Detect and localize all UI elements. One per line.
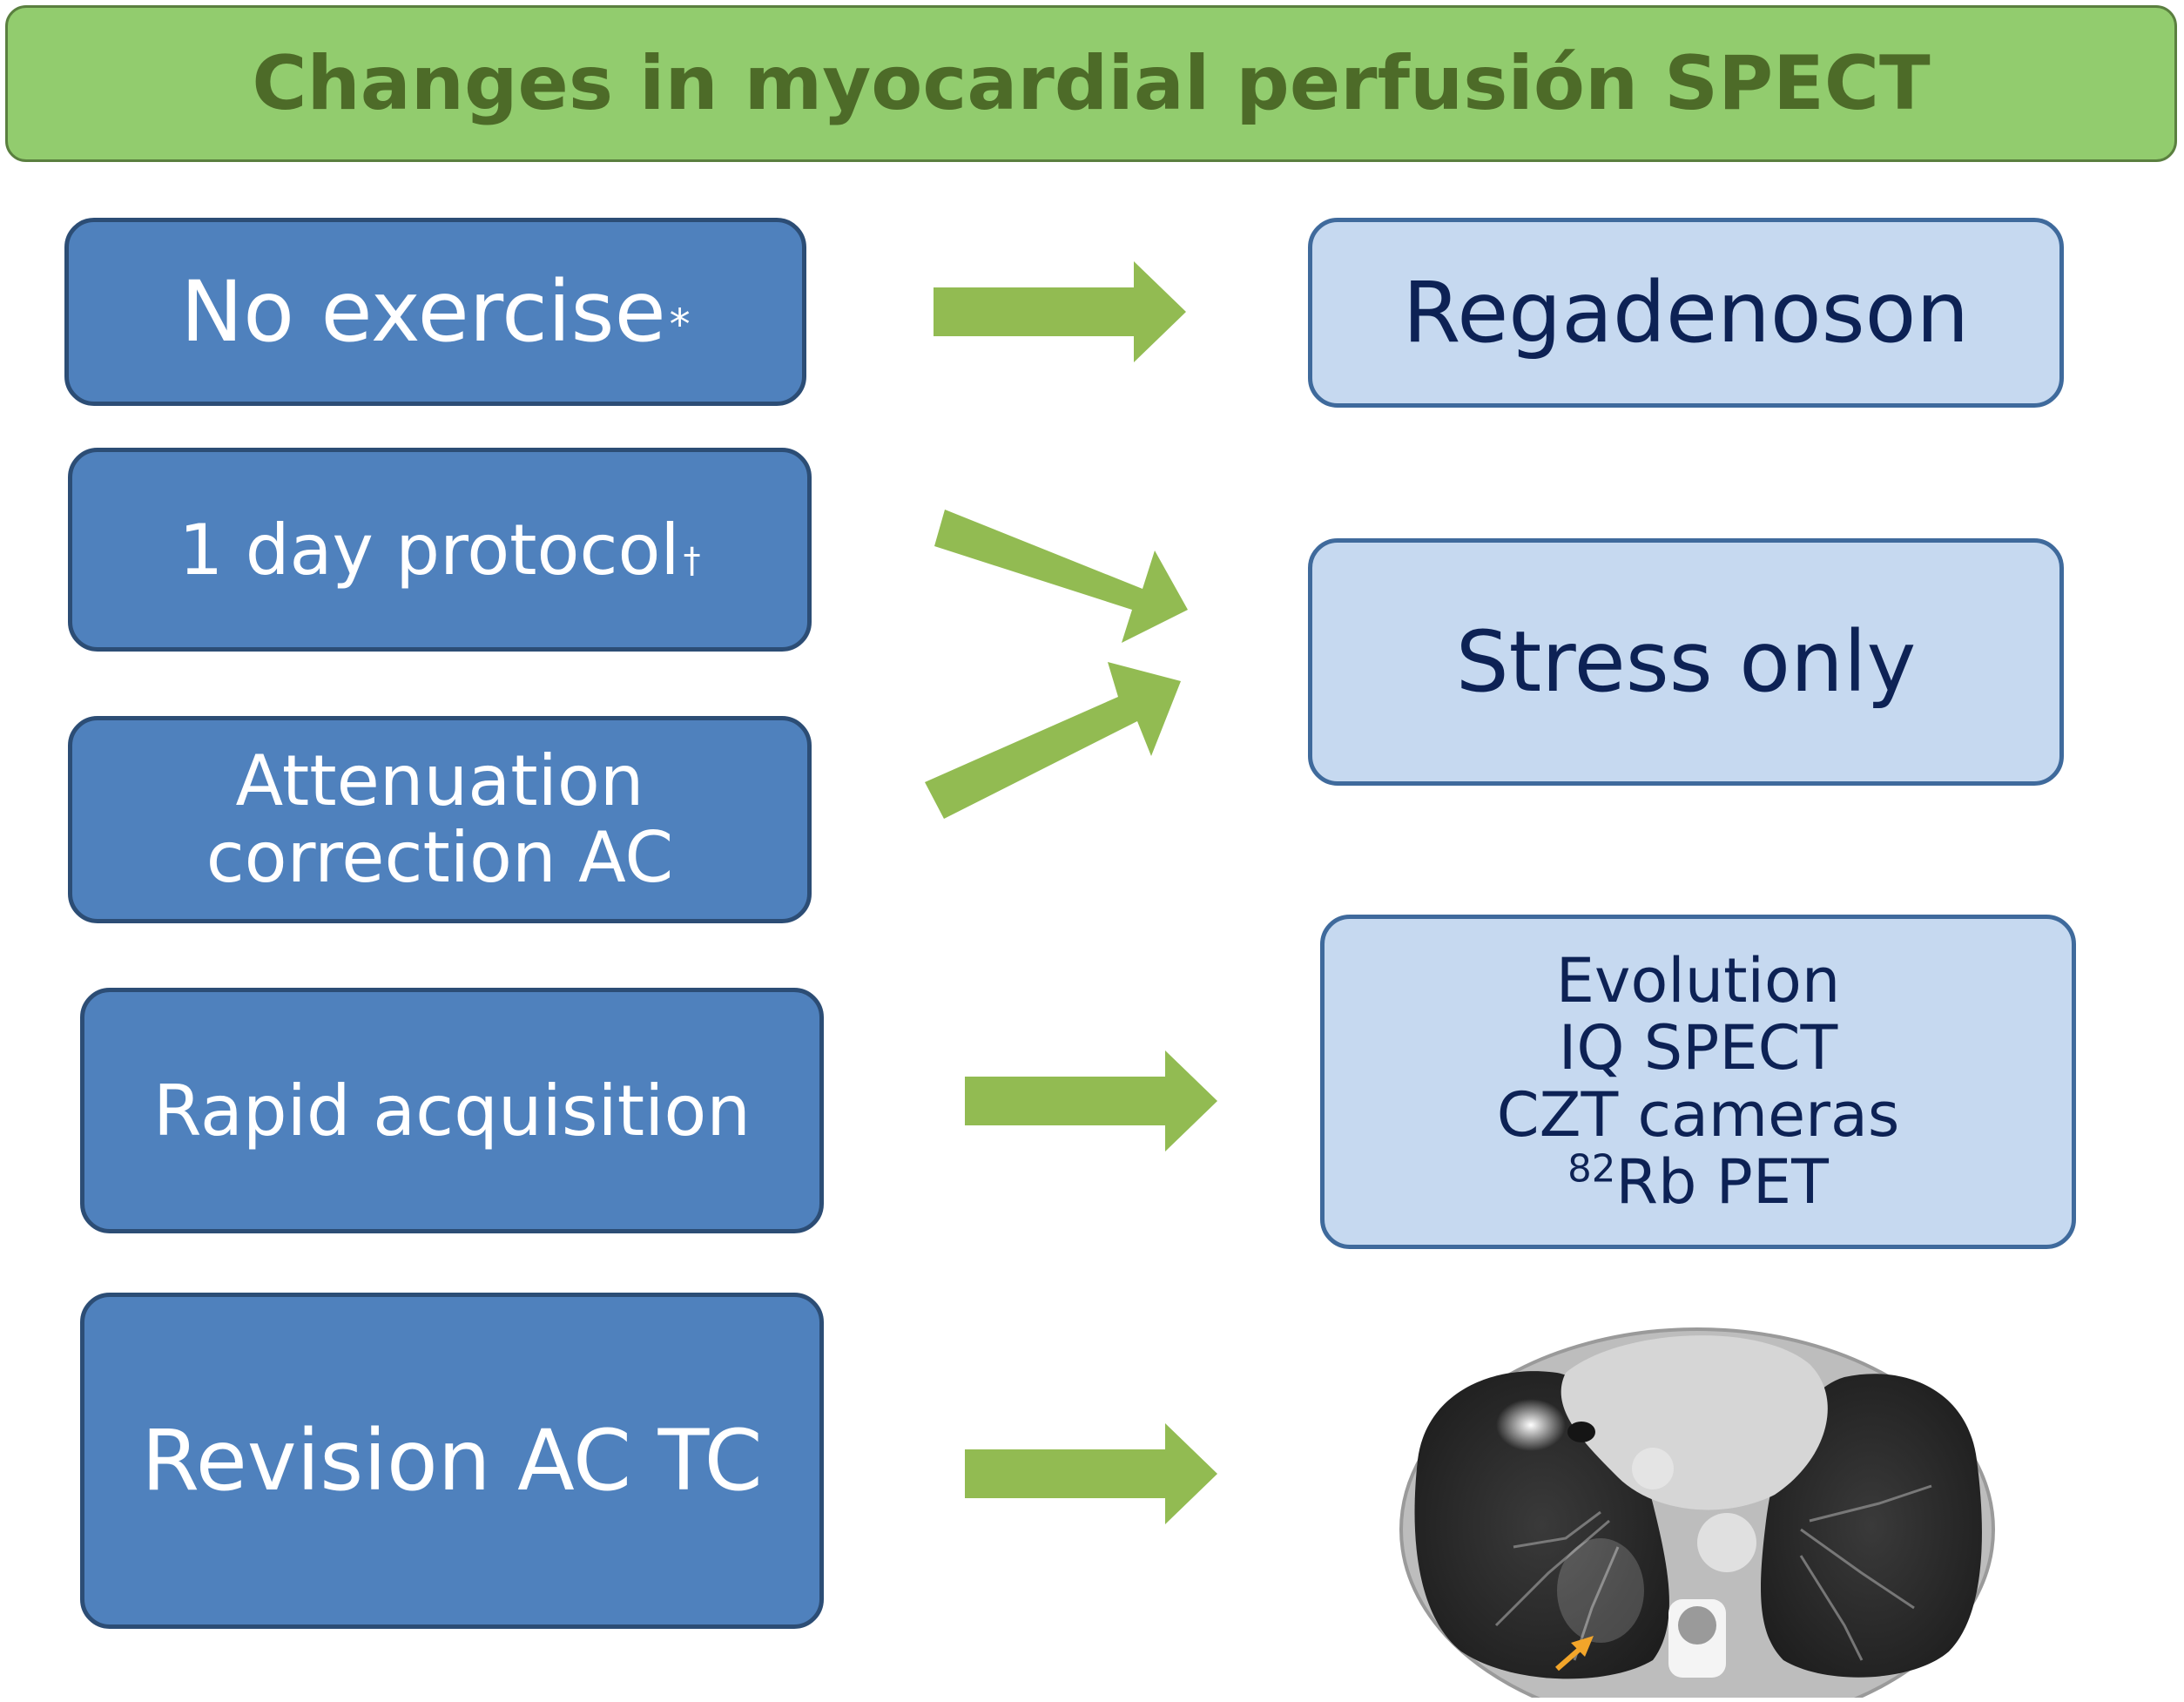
ct-chest-scan-image: [1392, 1312, 2003, 1698]
node-line-iq-spect: IQ SPECT: [1558, 1012, 1838, 1084]
footnote-mark: *: [669, 300, 691, 349]
arrow-down-right-icon: [934, 510, 1188, 643]
node-label: Regadenoson: [1402, 264, 1970, 361]
node-line-evolution: Evolution: [1555, 945, 1841, 1016]
node-label: Revision AC TC: [141, 1412, 763, 1510]
node-label: Stress only: [1455, 613, 1917, 711]
ct-scan-graphic: [1392, 1312, 2003, 1698]
node-line-rb-pet: 82Rb PET: [1567, 1149, 1829, 1216]
node-one-day-protocol: 1 day protocol†: [68, 448, 812, 652]
node-regadenoson: Regadenoson: [1308, 218, 2064, 408]
node-label: Rapid acquisition: [153, 1070, 751, 1152]
node-revision-ac-tc: Revision AC TC: [80, 1293, 824, 1629]
diagram-title: Changes in myocardial perfusión SPECT: [5, 5, 2177, 162]
footnote-mark: †: [683, 540, 701, 581]
node-rapid-acquisition: Rapid acquisition: [80, 988, 824, 1233]
arrow-up-right-icon: [925, 662, 1181, 819]
node-label-line2: correction AC: [206, 817, 674, 898]
arrow-right-icon: [965, 1050, 1217, 1152]
node-label: 1 day protocol: [179, 509, 680, 591]
node-no-exercise: No exercise*: [64, 218, 806, 406]
arrow-right-icon: [934, 261, 1186, 362]
arrow-right-icon: [965, 1423, 1217, 1524]
node-attenuation-correction: Attenuation correction AC: [68, 716, 812, 923]
node-label-line1: Attenuation: [235, 740, 644, 821]
node-stress-only: Stress only: [1308, 538, 2064, 786]
isotope-mass-number: 82: [1567, 1147, 1616, 1192]
node-line-czt-cameras: CZT cameras: [1496, 1079, 1900, 1151]
node-evolution: Evolution IQ SPECT CZT cameras 82Rb PET: [1320, 915, 2076, 1249]
orange-pointer-arrow-icon: [1555, 1636, 1594, 1672]
node-label: No exercise: [180, 263, 666, 361]
isotope-label: Rb PET: [1615, 1146, 1829, 1218]
title-text: Changes in myocardial perfusión SPECT: [252, 40, 1931, 127]
